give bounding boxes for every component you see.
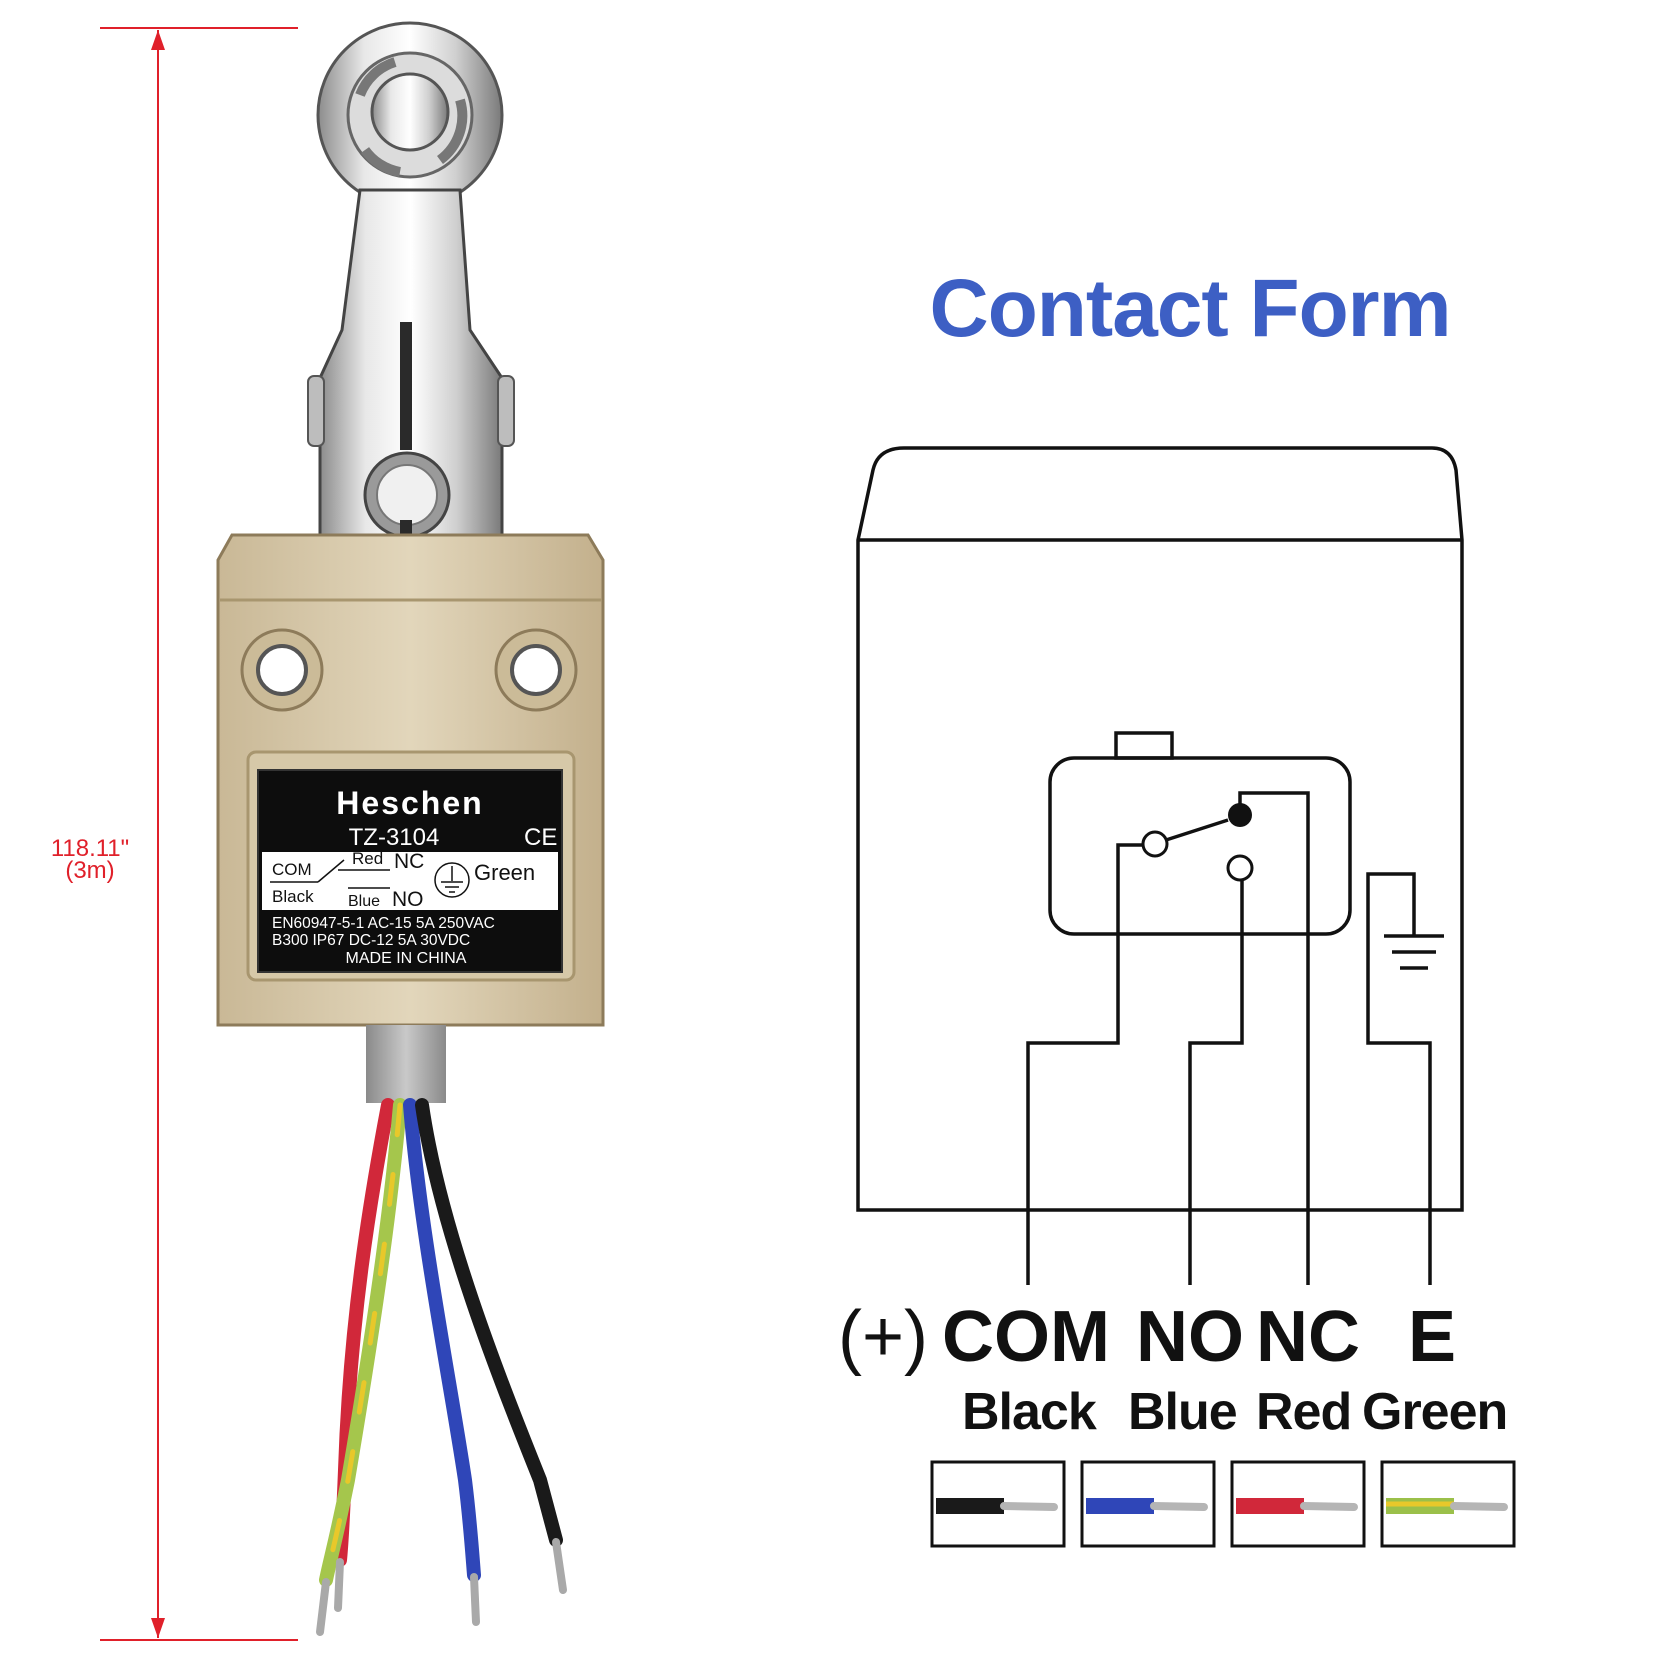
contact-schematic	[856, 446, 1464, 1285]
lever-slot	[400, 322, 412, 450]
com-wire	[1026, 843, 1144, 1285]
cable-sheath	[366, 1025, 446, 1103]
product-label	[257, 769, 563, 973]
label-green: Green	[474, 860, 535, 885]
dimension-label: 118.11" (3m)	[30, 835, 150, 884]
earth-ground-icon	[1384, 934, 1444, 970]
label-spec-1: EN60947-5-1 AC-15 5A 250VAC	[272, 915, 495, 932]
nc-wire	[1238, 791, 1310, 1285]
label-nc: NC	[394, 850, 424, 873]
wire-label-black: Black	[962, 1383, 1097, 1441]
contact-points	[1141, 803, 1254, 882]
dimension-line	[100, 27, 298, 1641]
label-brand: Heschen	[336, 785, 483, 821]
e-wire	[1366, 872, 1432, 1285]
label-black: Black	[272, 887, 314, 906]
label-ce: CE	[524, 824, 557, 851]
wire-swatches	[930, 1460, 1516, 1548]
terminal-polarity: (+)	[838, 1297, 928, 1377]
dimension-inches: 118.11"	[50, 835, 130, 862]
switch-lever	[1165, 818, 1229, 842]
actuator-plunger	[1114, 731, 1174, 760]
diagram-title: Contact Form	[929, 263, 1452, 354]
terminal-no: NO	[1136, 1297, 1244, 1377]
swatch-blue-wire	[1080, 1460, 1216, 1548]
swatch-red-wire	[1230, 1460, 1366, 1548]
label-red: Red	[352, 849, 383, 868]
wire-label-blue: Blue	[1128, 1383, 1238, 1441]
terminal-nc: NC	[1256, 1297, 1360, 1377]
housing-outline	[856, 446, 1464, 1212]
switch-box	[1048, 756, 1352, 936]
swatch-black-wire	[930, 1460, 1066, 1548]
label-model: TZ-3104	[349, 824, 440, 851]
swatch-green-wire	[1380, 1460, 1516, 1548]
wire-label-red: Red	[1256, 1383, 1352, 1441]
label-blue: Blue	[348, 893, 380, 910]
label-spec-2: B300 IP67 DC-12 5A 30VDC	[272, 932, 470, 949]
wire-tips	[316, 1538, 567, 1636]
label-text-layer: Heschen TZ-3104 CE COM Black Red NC Blue…	[270, 785, 557, 967]
terminal-e: E	[1408, 1297, 1457, 1377]
wire-label-green: Green	[1362, 1383, 1508, 1441]
lead-wires	[319, 1098, 563, 1587]
label-com: COM	[272, 860, 312, 879]
no-wire	[1188, 880, 1244, 1285]
label-no: NO	[392, 888, 424, 911]
terminal-com: COM	[942, 1297, 1110, 1377]
dimension-meters: (3m)	[65, 857, 115, 884]
label-made-in: MADE IN CHINA	[346, 950, 467, 967]
ground-icon	[434, 862, 470, 898]
limit-switch-illustration	[216, 21, 605, 1636]
